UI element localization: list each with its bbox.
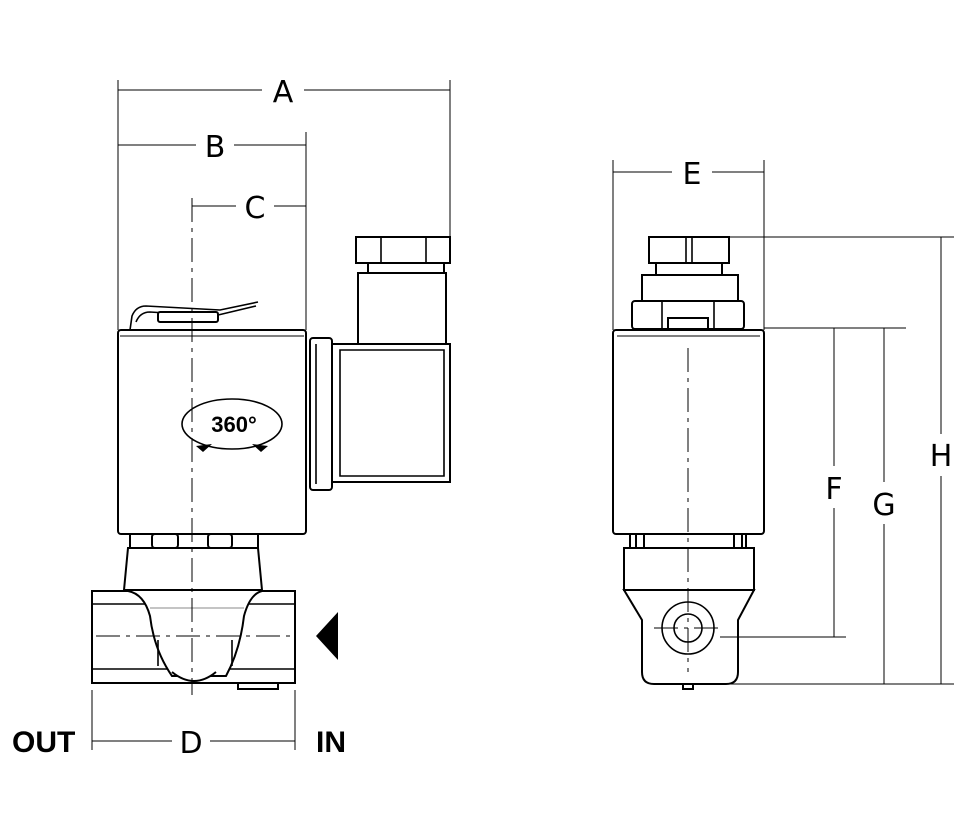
dimension-label-f: F	[825, 472, 842, 507]
dimension-b: B	[118, 130, 307, 330]
dimension-c: C	[192, 191, 306, 226]
outlet-label: OUT	[12, 726, 75, 759]
dimension-label-b: B	[205, 130, 226, 165]
side-valve-body	[622, 589, 756, 690]
dimension-f: F	[825, 328, 843, 637]
rotation-label: 360°	[211, 412, 257, 437]
dimension-h: H	[930, 237, 953, 684]
inlet-label: IN	[316, 726, 346, 759]
dimension-label-e: E	[683, 157, 702, 192]
dimension-e: E	[612, 157, 765, 330]
dimension-label-d: D	[179, 726, 202, 761]
front-view: A B C	[12, 75, 451, 761]
dimension-label-c: C	[245, 191, 266, 226]
valve-body	[91, 590, 296, 690]
dimension-label-g: G	[872, 488, 895, 523]
side-view: E	[612, 157, 954, 690]
armature-nuts	[122, 533, 264, 591]
dimension-g: G	[872, 328, 896, 684]
dimension-label-a: A	[273, 75, 294, 110]
side-connector	[631, 236, 745, 330]
flow-direction-arrow	[316, 612, 338, 660]
dimension-a: A	[117, 75, 451, 330]
connector-housing	[309, 236, 451, 491]
side-armature-nuts	[623, 533, 755, 591]
retaining-clip	[129, 301, 259, 331]
dimension-label-h: H	[930, 439, 953, 474]
rotation-indicator: 360°	[181, 398, 283, 452]
dimension-d: D	[91, 690, 296, 761]
